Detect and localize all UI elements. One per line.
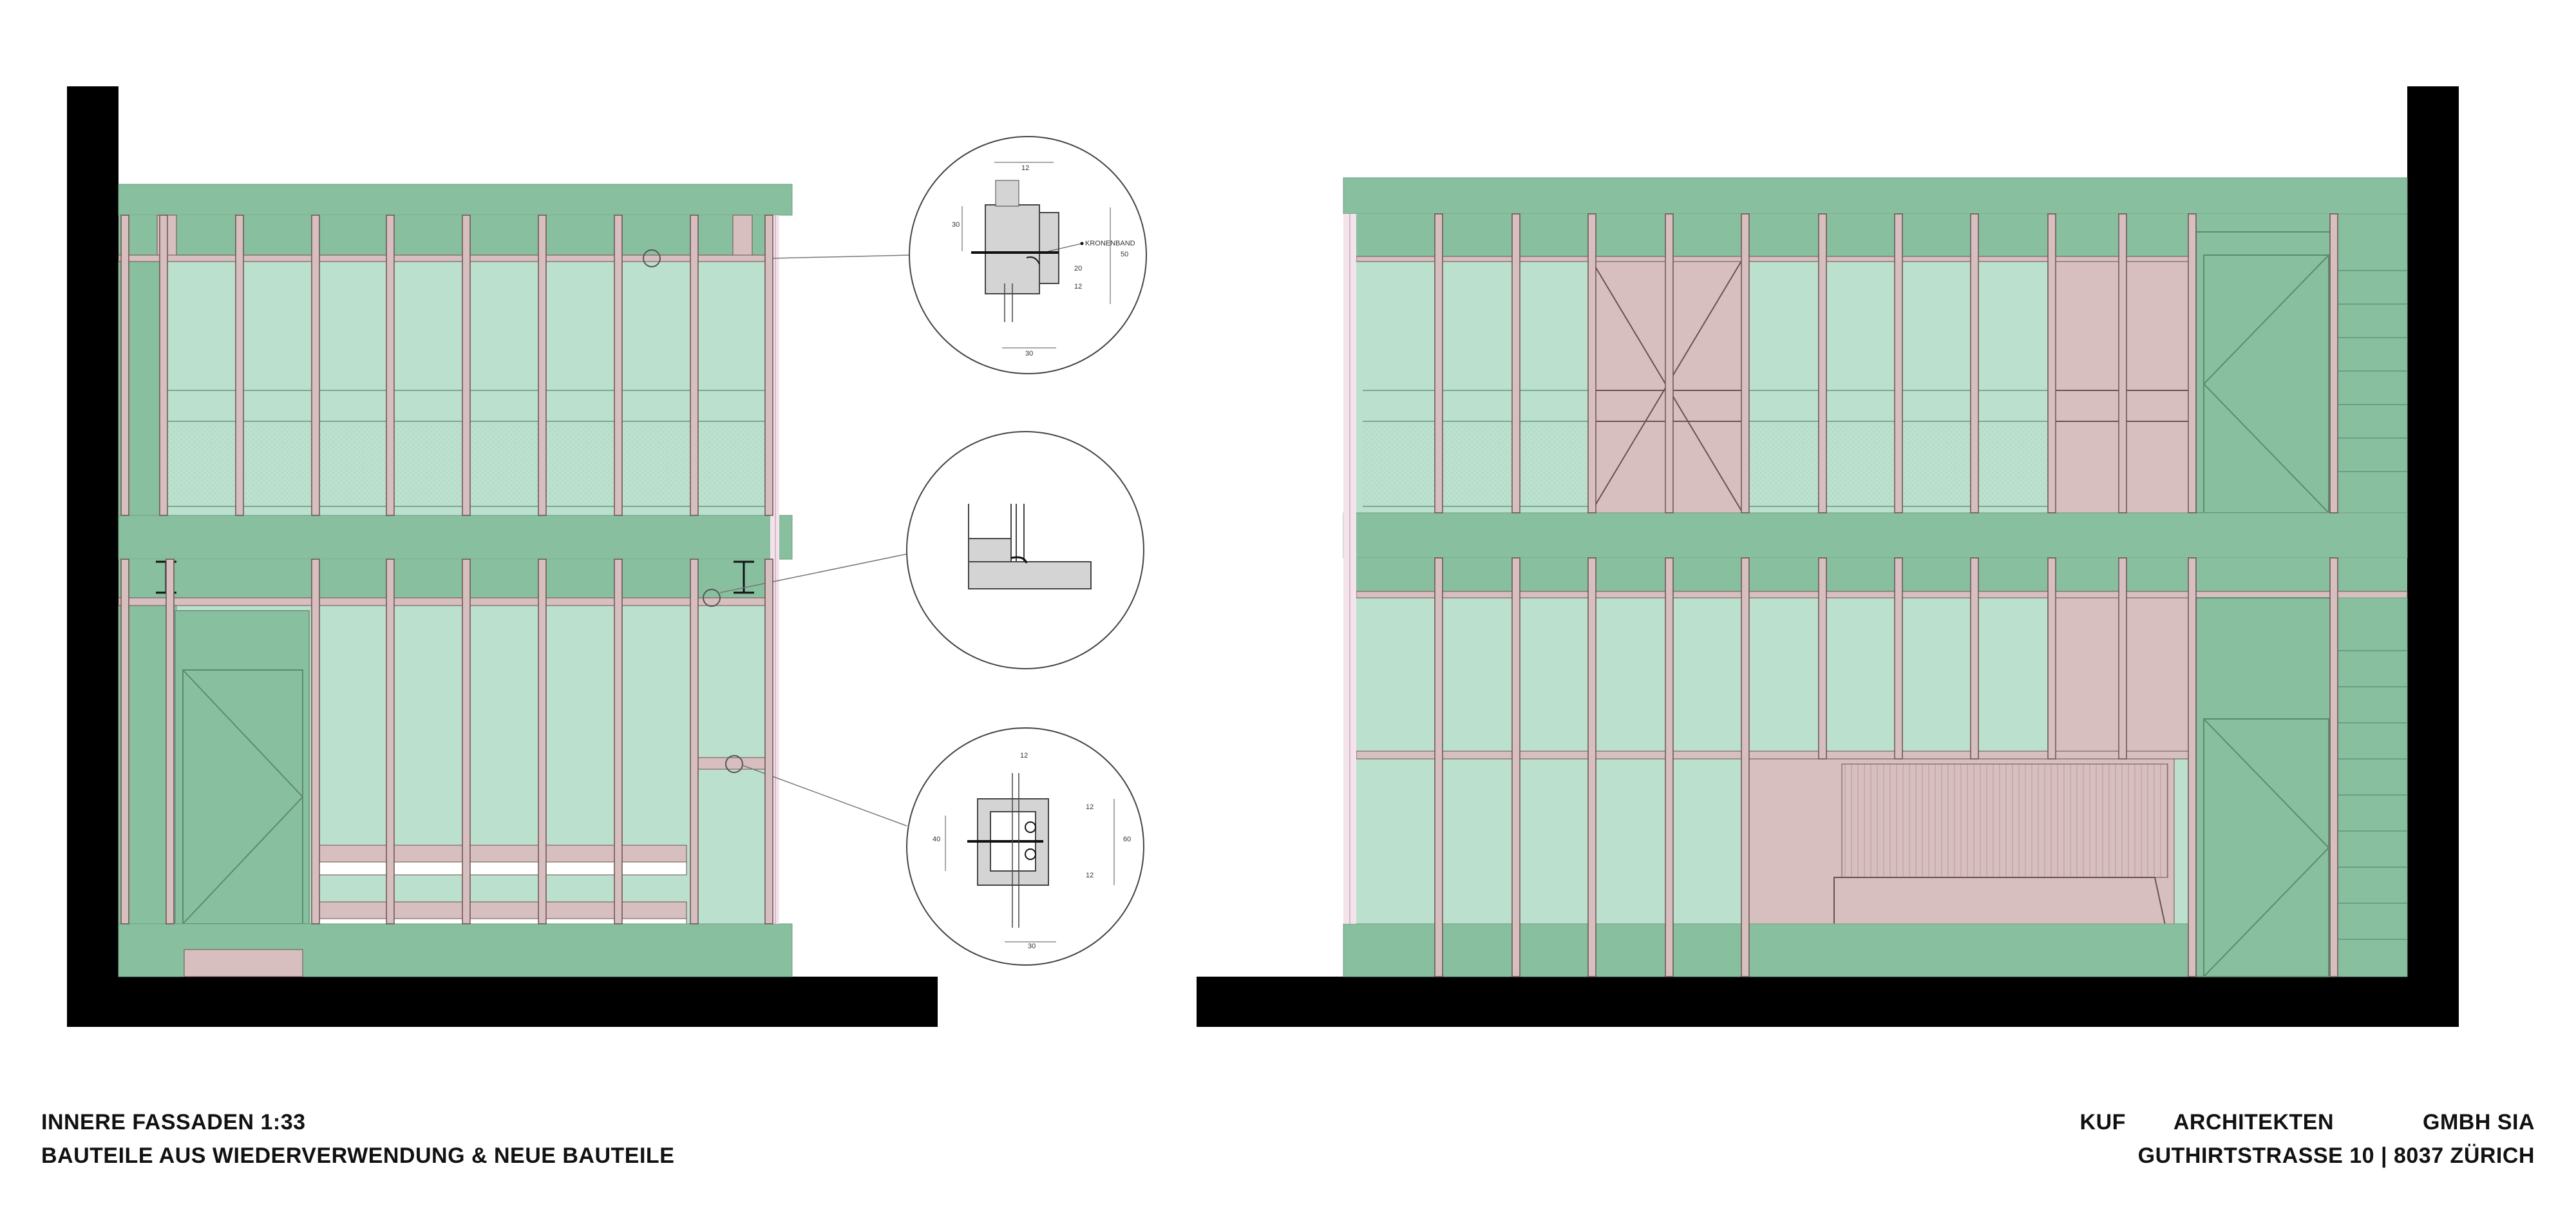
left-mid-slab — [118, 515, 793, 560]
detail-dim: 30 — [1025, 350, 1033, 358]
detail-dim: 30 — [1028, 942, 1036, 950]
left-lower-frieze — [118, 559, 770, 600]
mullion — [2329, 213, 2338, 513]
office-block: KUF ARCHITEKTEN GMBH SIA GUTHIRTSTRASSE … — [2080, 1105, 2535, 1172]
mullion — [1511, 213, 1520, 513]
right-mid-slab — [1343, 512, 2408, 559]
mullion — [1970, 557, 1979, 760]
detail-dim: 12 — [1021, 164, 1029, 172]
left-wall-cut — [67, 86, 118, 1027]
mullion — [2047, 213, 2056, 513]
mullion — [1970, 213, 1979, 513]
office-name-part1: KUF — [2079, 1110, 2126, 1134]
left-door-leaf — [182, 669, 303, 924]
detail-dim: 12 — [1086, 872, 1094, 879]
mullion — [2188, 213, 2197, 513]
mullion — [538, 559, 547, 924]
mullion — [1818, 213, 1827, 513]
right-bench-slats — [1841, 763, 2168, 878]
right-lower-frieze — [1356, 558, 2407, 594]
mullion — [690, 215, 699, 516]
right-lower-door — [2203, 718, 2329, 977]
detail-dim: 60 — [1123, 836, 1131, 843]
mullion — [1894, 557, 1903, 760]
detail-dim: 20 — [1074, 265, 1082, 273]
left-upper-frieze — [118, 215, 770, 262]
right-lower-mid-rail — [1356, 751, 2190, 760]
mullion — [2118, 557, 2127, 760]
mullion — [1741, 557, 1750, 977]
mullion — [690, 559, 699, 924]
right-floor-cut — [1197, 977, 2459, 1027]
right-upper-rail — [1356, 256, 2190, 262]
mullion — [462, 215, 471, 516]
mullion — [159, 215, 168, 516]
mullion — [1587, 557, 1596, 977]
mullion — [2188, 557, 2197, 977]
detail-circle-middle — [906, 431, 1144, 669]
left-upper-rail — [118, 254, 772, 262]
drawing-title-line1: INNERE FASSADEN 1:33 — [41, 1110, 306, 1134]
mullion — [1665, 557, 1674, 977]
right-ceiling-band — [1343, 177, 2408, 215]
left-floor-cut — [67, 977, 938, 1027]
right-plinth — [1343, 923, 2197, 977]
drawing-title: INNERE FASSADEN 1:33 BAUTEILE AUS WIEDER… — [41, 1105, 674, 1172]
mullion — [386, 215, 395, 516]
detail-dim: 12 — [1074, 283, 1082, 291]
mullion — [2047, 557, 2056, 760]
office-name-part3: GMBH SIA — [2423, 1110, 2535, 1134]
mullion — [120, 215, 129, 516]
left-cornice-bracket — [692, 757, 771, 770]
mullion — [235, 215, 244, 516]
mullion — [462, 559, 471, 924]
mullion — [2329, 557, 2338, 977]
mullion — [1434, 557, 1443, 977]
mullion — [311, 559, 320, 924]
left-plinth-box — [184, 949, 303, 977]
left-lower-rail — [118, 597, 772, 606]
detail-dim: 12 — [1086, 803, 1094, 811]
mullion — [1587, 213, 1596, 513]
mullion — [120, 559, 129, 924]
detail-dim: 30 — [952, 221, 960, 229]
detail-dim: 50 — [1121, 251, 1128, 258]
mullion — [538, 215, 547, 516]
mullion — [386, 559, 395, 924]
detail-dim: 12 — [1020, 752, 1028, 760]
left-ceiling-band — [118, 184, 793, 216]
mullion — [764, 559, 773, 924]
right-wall-cut — [2407, 86, 2459, 1027]
detail-circle-top: KRONENBAND 12 30 30 20 50 12 — [909, 136, 1147, 374]
left-elevation — [67, 86, 938, 1027]
mullion — [2118, 213, 2127, 513]
office-name-part2: ARCHITEKTEN — [2173, 1110, 2334, 1134]
mullion — [1741, 213, 1750, 513]
mullion — [1511, 557, 1520, 977]
mullion — [1894, 213, 1903, 513]
detail-dim: 40 — [933, 836, 940, 843]
mullion — [1818, 557, 1827, 760]
mullion — [764, 215, 773, 516]
detail-circle-bottom: 12 40 12 60 12 30 — [906, 727, 1144, 966]
mullion — [1665, 213, 1674, 513]
mullion — [166, 559, 175, 924]
mullion — [1434, 213, 1443, 513]
drawing-title-line2: BAUTEILE AUS WIEDERVERWENDUNG & NEUE BAU… — [41, 1143, 675, 1168]
right-elevation — [1197, 86, 2459, 1027]
mullions — [120, 213, 2338, 977]
mullion — [614, 215, 623, 516]
mullion — [614, 559, 623, 924]
office-address: GUTHIRTSTRASSE 10 | 8037 ZÜRICH — [2137, 1143, 2535, 1168]
mullion — [311, 215, 320, 516]
